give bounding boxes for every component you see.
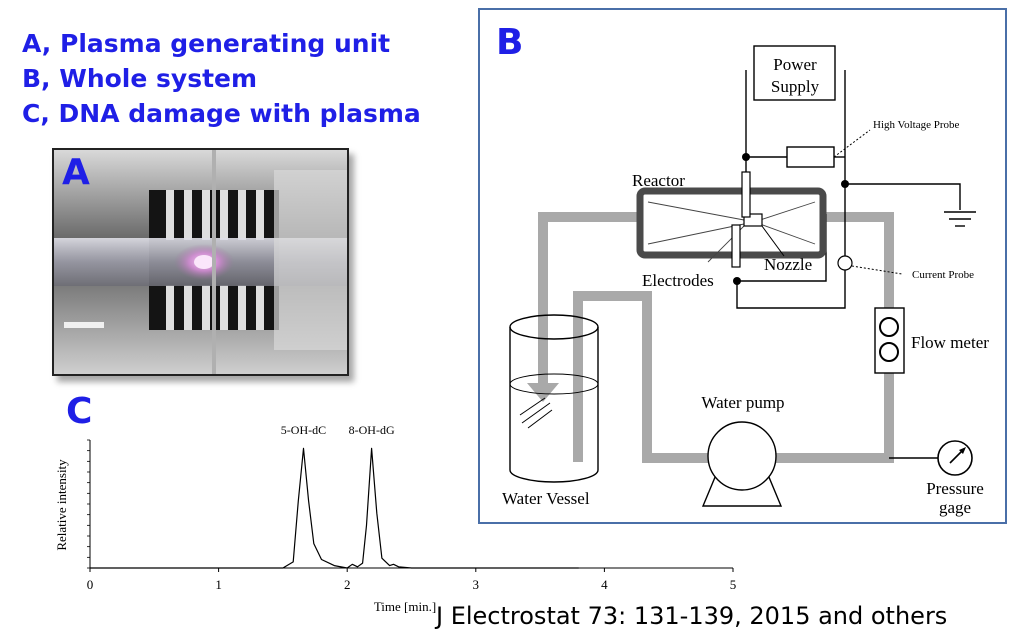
panel-label-a: A xyxy=(62,152,90,193)
flow-meter-label: Flow meter xyxy=(911,333,989,352)
chart-series xyxy=(90,447,579,569)
x-tick-label: 5 xyxy=(730,577,737,592)
x-tick-label: 4 xyxy=(601,577,608,592)
chart-axes: 0 1 2 3 4 5 xyxy=(87,439,737,592)
power-supply-box xyxy=(753,45,836,101)
water-vessel-label: Water Vessel xyxy=(502,489,590,508)
plasma-photo-drawing xyxy=(54,150,347,374)
chart-y-axis-label: Relative intensity xyxy=(54,459,69,551)
pipe-return xyxy=(573,291,710,463)
electrodes-label: Electrodes xyxy=(642,271,714,290)
water-pump-label: Water pump xyxy=(701,393,784,412)
panel-label-b: B xyxy=(496,22,524,63)
system-diagram-panel: Power Supply High Voltage Probe Reactor … xyxy=(478,8,1007,524)
figure-legend: A, Plasma generating unit B, Whole syste… xyxy=(22,26,421,131)
electrode-lower xyxy=(731,224,741,268)
ground-icon xyxy=(944,211,976,227)
peak-label: 5-OH-dC xyxy=(281,423,326,437)
panel-label-c: C xyxy=(66,391,93,432)
x-tick-label: 3 xyxy=(473,577,480,592)
current-probe-label: Current Probe xyxy=(912,269,974,281)
system-schematic: Power Supply High Voltage Probe Reactor … xyxy=(502,45,989,517)
reactor-label: Reactor xyxy=(632,171,685,190)
current-probe xyxy=(837,255,853,271)
chart-peak-labels: 5-OH-dC 8-OH-dG xyxy=(281,423,395,437)
water-pump-body xyxy=(707,421,777,491)
chromatogram-trace xyxy=(90,447,579,569)
legend-line-b: B, Whole system xyxy=(22,64,258,93)
legend-line-c: C, DNA damage with plasma xyxy=(22,99,421,128)
high-voltage-probe-box xyxy=(786,146,835,168)
citation: J Electrostat 73: 131-139, 2015 and othe… xyxy=(436,602,948,630)
electrode-upper xyxy=(741,171,751,218)
x-tick-label: 1 xyxy=(215,577,222,592)
legend-line-a: A, Plasma generating unit xyxy=(22,29,391,58)
flow-arrow-head xyxy=(527,383,559,402)
high-voltage-probe-label: High Voltage Probe xyxy=(873,119,959,131)
pressure-gage-label-2: gage xyxy=(939,498,971,517)
x-tick-label: 2 xyxy=(344,577,351,592)
power-supply-label-2: Supply xyxy=(771,77,820,96)
pressure-gage-label-1: Pressure xyxy=(926,479,984,498)
pipe-pump-to-flow xyxy=(775,371,894,463)
peak-label: 8-OH-dG xyxy=(349,423,395,437)
plasma-unit-photo xyxy=(52,148,349,376)
nozzle-label: Nozzle xyxy=(764,255,812,274)
chromatogram-chart: 0 1 2 3 4 5 5-OH-dC 8-OH-dG Relative intensity… xyxy=(54,423,737,614)
pipe-reactor-left xyxy=(538,212,640,385)
chart-x-axis-label: Time [min.] xyxy=(374,599,436,614)
pipe-flow-to-reactor xyxy=(823,212,894,310)
x-tick-label: 0 xyxy=(87,577,94,592)
power-supply-label-1: Power xyxy=(773,55,817,74)
water-vessel xyxy=(509,314,599,483)
